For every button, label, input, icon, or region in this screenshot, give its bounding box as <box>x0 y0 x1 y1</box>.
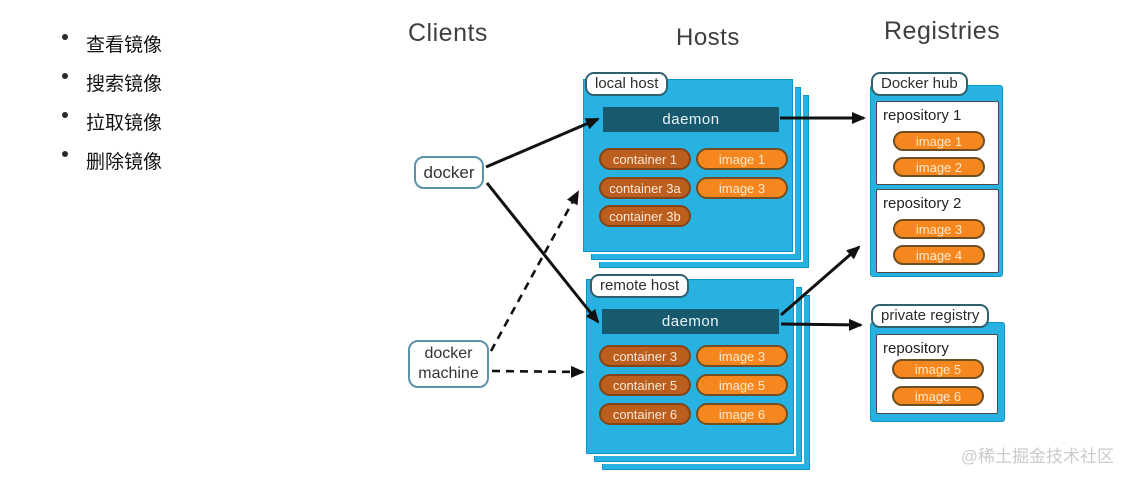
note-item: 删除镜像 <box>62 147 162 173</box>
column-header-clients: Clients <box>408 19 488 47</box>
remote-daemon-bar: daemon <box>602 309 779 334</box>
image-pill: image 3 <box>893 219 985 239</box>
bullet-dot-icon <box>62 34 68 40</box>
repository-box: repository 1 image 1 image 2 <box>876 101 999 185</box>
container-pill: container 5 <box>599 374 691 396</box>
note-text: 删除镜像 <box>86 152 163 173</box>
docker-hub-box: repository 1 image 1 image 2 repository … <box>870 85 1003 277</box>
container-pill: container 1 <box>599 148 691 170</box>
note-item: 查看镜像 <box>62 30 162 56</box>
bullet-dot-icon <box>62 151 68 157</box>
docker-client-label: docker <box>423 162 475 182</box>
bullet-dot-icon <box>62 73 68 79</box>
daemon-label: daemon <box>661 313 720 330</box>
note-text: 拉取镜像 <box>86 113 163 134</box>
note-item: 搜索镜像 <box>62 69 162 95</box>
image-pill: image 2 <box>893 157 985 177</box>
image-pill: image 1 <box>696 148 788 170</box>
daemon-label: daemon <box>662 111 720 128</box>
image-pill: image 5 <box>696 374 788 396</box>
notes-list: 查看镜像 搜索镜像 拉取镜像 删除镜像 <box>62 30 162 186</box>
container-pill: container 3 <box>599 345 691 367</box>
private-registry-label: private registry <box>871 304 990 328</box>
bullet-dot-icon <box>62 112 68 118</box>
column-header-registries: Registries <box>884 17 1001 45</box>
image-pill: image 1 <box>893 131 985 151</box>
container-pill: container 3b <box>599 205 691 227</box>
arrow-docker-to-local-daemon <box>485 117 600 169</box>
local-daemon-bar: daemon <box>603 107 779 132</box>
repository-name: repository 2 <box>883 195 962 212</box>
repository-name: repository <box>883 340 949 357</box>
note-text: 搜索镜像 <box>86 74 163 95</box>
repository-box: repository image 5 image 6 <box>876 334 998 414</box>
docker-hub-label: Docker hub <box>871 72 968 96</box>
docker-client-box: docker <box>414 156 484 189</box>
docker-machine-label-line1: docker <box>424 345 473 362</box>
image-pill: image 5 <box>892 359 984 379</box>
note-text: 查看镜像 <box>86 35 163 56</box>
private-registry-box: repository image 5 image 6 <box>870 322 1005 422</box>
local-host-box: daemon container 1 container 3a containe… <box>581 77 795 254</box>
column-header-hosts: Hosts <box>676 24 740 51</box>
arrow-docker-machine-to-local-host <box>489 190 580 352</box>
local-host-label: local host <box>585 72 669 96</box>
repository-name: repository 1 <box>883 107 962 124</box>
watermark: @稀土掘金技术社区 <box>960 447 1114 466</box>
docker-machine-label-line2: machine <box>418 365 479 382</box>
arrow-docker-machine-to-remote-host <box>491 365 585 378</box>
docker-machine-client-box: docker machine <box>408 340 489 388</box>
remote-host-label: remote host <box>590 274 690 298</box>
image-pill: image 3 <box>696 177 788 199</box>
image-pill: image 4 <box>893 245 985 265</box>
image-pill: image 6 <box>696 403 788 425</box>
remote-host-box: daemon container 3 container 5 container… <box>584 277 796 456</box>
note-item: 拉取镜像 <box>62 108 162 134</box>
image-pill: image 6 <box>892 386 984 406</box>
container-pill: container 6 <box>599 403 691 425</box>
repository-box: repository 2 image 3 image 4 <box>876 189 999 273</box>
container-pill: container 3a <box>599 177 691 199</box>
image-pill: image 3 <box>696 345 788 367</box>
arrow-docker-to-remote-daemon <box>485 182 600 324</box>
